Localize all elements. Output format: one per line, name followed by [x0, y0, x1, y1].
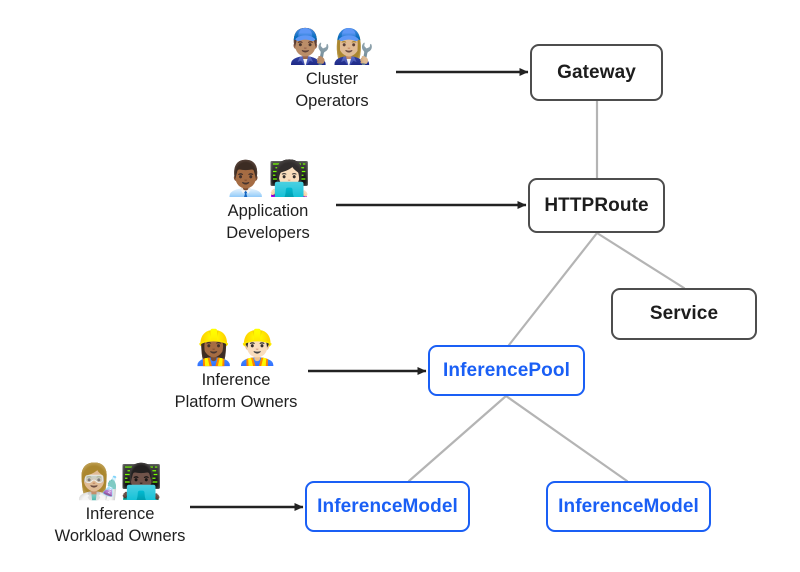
inference-platform-owners-label: Inference Platform Owners: [174, 370, 298, 411]
persona-inference-platform-owners: 👷🏾‍♀️👷🏻‍♂️ Inference Platform Owners: [164, 328, 308, 414]
inference-platform-owners-icons: 👷🏾‍♀️👷🏻‍♂️: [192, 328, 280, 368]
edge-httproute-inferencepool: [507, 231, 599, 347]
edge-httproute-service: [595, 231, 686, 290]
cluster-operators-label: Cluster Operators: [295, 69, 369, 110]
edge-inferencepool-model-right: [504, 394, 629, 483]
node-service-label: Service: [649, 303, 719, 324]
persona-inference-workload-owners: 👩🏼‍🔬👨🏿‍💻 Inference Workload Owners: [45, 462, 195, 548]
node-httproute-label: HTTPRoute: [544, 194, 649, 216]
node-inferencepool-label: InferencePool: [443, 359, 570, 381]
node-inferencemodel-right-label: InferenceModel: [558, 495, 699, 517]
node-inferencemodel-left[interactable]: InferenceModel: [305, 481, 470, 532]
persona-application-developers: 👨🏾‍💼👩🏻‍💻 Application Developers: [204, 159, 332, 245]
persona-cluster-operators: 👨🏽‍🔧👩🏼‍🔧 Cluster Operators: [268, 27, 396, 113]
cluster-operators-icons: 👨🏽‍🔧👩🏼‍🔧: [288, 27, 376, 67]
node-service[interactable]: Service: [611, 288, 757, 340]
node-inferencemodel-left-label: InferenceModel: [317, 495, 458, 517]
node-inferencepool[interactable]: InferencePool: [428, 345, 585, 396]
node-httproute[interactable]: HTTPRoute: [528, 178, 665, 233]
node-gateway-label: Gateway: [557, 61, 636, 83]
application-developers-label: Application Developers: [226, 201, 310, 242]
application-developers-icons: 👨🏾‍💼👩🏻‍💻: [224, 159, 312, 199]
inference-workload-owners-icons: 👩🏼‍🔬👨🏿‍💻: [76, 462, 164, 502]
inference-workload-owners-label: Inference Workload Owners: [54, 504, 186, 545]
edge-inferencepool-model-left: [407, 394, 508, 483]
node-gateway[interactable]: Gateway: [530, 44, 663, 101]
node-inferencemodel-right[interactable]: InferenceModel: [546, 481, 711, 532]
